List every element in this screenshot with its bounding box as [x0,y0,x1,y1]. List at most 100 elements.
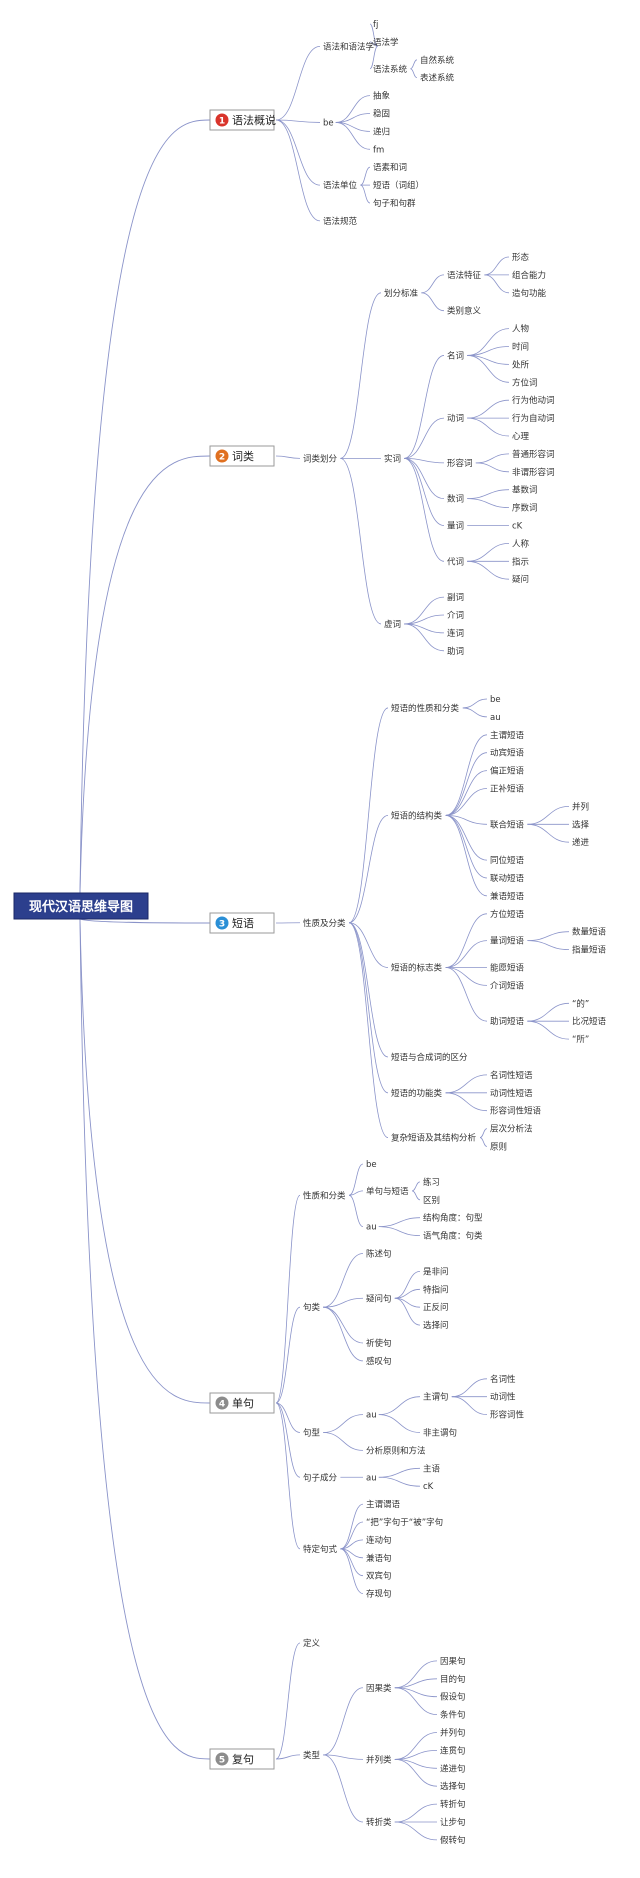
node-非谓形容词[interactable]: 非谓形容词 [512,467,555,478]
node-递归[interactable]: 递归 [373,126,390,137]
node-分析原则和方法[interactable]: 分析原则和方法 [366,1445,426,1456]
node-存现句[interactable]: 存现句 [366,1589,392,1600]
node-自然系统[interactable]: 自然系统 [420,55,455,66]
node-序数词[interactable]: 序数词 [512,503,538,514]
node-语素和词[interactable]: 语素和词 [373,162,407,173]
node-表述系统[interactable]: 表述系统 [420,73,455,84]
node-短语与合成词的区分[interactable]: 短语与合成词的区分 [391,1052,468,1063]
node-动宾短语[interactable]: 动宾短语 [490,748,525,759]
node-因果句[interactable]: 因果句 [440,1656,466,1667]
node-正补短语[interactable]: 正补短语 [490,784,525,795]
node-指量短语[interactable]: 指量短语 [572,945,607,956]
node-指示[interactable]: 指示 [512,556,529,567]
node-稳固[interactable]: 稳固 [373,109,390,120]
node-数量短语[interactable]: 数量短语 [572,927,607,938]
node-时间[interactable]: 时间 [512,342,529,353]
node-虚词[interactable]: 虚词 [384,619,401,630]
node-单句与短语[interactable]: 单句与短语 [366,1186,409,1197]
node-定义[interactable]: 定义 [303,1638,321,1649]
node-性质及分类[interactable]: 性质及分类 [303,918,346,929]
node-选择[interactable]: 选择 [572,819,590,830]
node-双宾句[interactable]: 双宾句 [366,1571,392,1582]
root-node[interactable]: 现代汉语思维导图 [13,892,149,920]
node-介词短语[interactable]: 介词短语 [490,980,525,991]
node-介词[interactable]: 介词 [447,611,464,621]
node-主谓句[interactable]: 主谓句 [423,1392,449,1403]
node-目的句[interactable]: 目的句 [440,1674,466,1685]
node-人称[interactable]: 人称 [512,538,530,549]
node-的[interactable]: “的” [572,998,589,1009]
node-行为自动词[interactable]: 行为自动词 [512,413,555,424]
node-心理[interactable]: 心理 [512,432,530,442]
node-假转句[interactable]: 假转句 [440,1835,466,1846]
node-量词短语[interactable]: 量词短语 [490,936,525,947]
node-名词[interactable]: 名词 [447,350,464,361]
node-抽象[interactable]: 抽象 [373,91,391,102]
node-假设句[interactable]: 假设句 [440,1692,466,1703]
node-递进[interactable]: 递进 [572,837,590,848]
node-短语的功能类[interactable]: 短语的功能类 [391,1088,443,1099]
node-条件句[interactable]: 条件句 [440,1710,466,1721]
node-短语-词组[interactable]: 短语（词组） [373,180,424,191]
node-副词[interactable]: 副词 [447,592,464,603]
node-au[interactable]: au [490,713,501,723]
node-名词性短语[interactable]: 名词性短语 [490,1070,533,1081]
node-短语的标志类[interactable]: 短语的标志类 [391,963,443,974]
node-正反问[interactable]: 正反问 [423,1302,449,1313]
node-连贯句[interactable]: 连贯句 [440,1745,466,1756]
node-be[interactable]: be [490,695,501,705]
node-普通形容词[interactable]: 普通形容词 [512,449,555,460]
node-形态[interactable]: 形态 [512,252,530,263]
node-语气角度-句类[interactable]: 语气角度：句类 [423,1231,483,1242]
node-主谓短语[interactable]: 主谓短语 [490,730,525,741]
node-并列[interactable]: 并列 [572,801,589,812]
node-词类划分[interactable]: 词类划分 [303,453,338,464]
node-动词性[interactable]: 动词性 [490,1392,516,1403]
node-性质和分类[interactable]: 性质和分类 [303,1190,346,1201]
node-助词[interactable]: 助词 [447,646,464,657]
node-动词[interactable]: 动词 [447,413,464,424]
node-au[interactable]: au [366,1223,377,1233]
node-疑问句[interactable]: 疑问句 [366,1293,392,1304]
node-让步句[interactable]: 让步句 [440,1817,466,1828]
node-句类[interactable]: 句类 [303,1302,321,1313]
node-是非问[interactable]: 是非问 [423,1266,449,1277]
node-联合短语[interactable]: 联合短语 [490,819,525,830]
node-au[interactable]: au [366,1473,377,1483]
node-fj[interactable]: fj [373,20,378,30]
node-所[interactable]: “所” [572,1034,589,1045]
node-并列类[interactable]: 并列类 [366,1754,392,1765]
node-转折句[interactable]: 转折句 [440,1799,466,1810]
node-句型[interactable]: 句型 [303,1428,321,1439]
node-偏正短语[interactable]: 偏正短语 [490,766,525,777]
node-语法和语法学[interactable]: 语法和语法学 [323,41,375,52]
node-选择问[interactable]: 选择问 [423,1320,449,1331]
node-连词[interactable]: 连词 [447,628,464,639]
node-au[interactable]: au [366,1411,377,1421]
node-原则[interactable]: 原则 [490,1142,507,1153]
node-基数词[interactable]: 基数词 [512,485,538,496]
node-复杂短语及其结构分析[interactable]: 复杂短语及其结构分析 [391,1133,477,1144]
node-非主谓句[interactable]: 非主谓句 [423,1428,457,1439]
node-语法特征[interactable]: 语法特征 [447,270,482,281]
node-划分标准[interactable]: 划分标准 [384,288,419,299]
node-练习[interactable]: 练习 [423,1177,440,1188]
node-数词[interactable]: 数词 [447,494,464,505]
node-祈使句[interactable]: 祈使句 [366,1338,392,1349]
node-转折类[interactable]: 转折类 [366,1817,392,1828]
node-特定句式[interactable]: 特定句式 [303,1544,338,1555]
node-组合能力[interactable]: 组合能力 [512,270,546,281]
node-语法规范[interactable]: 语法规范 [323,216,358,227]
node-感叹句[interactable]: 感叹句 [366,1356,392,1367]
node-语法系统[interactable]: 语法系统 [373,64,408,75]
node-实词[interactable]: 实词 [384,453,401,464]
node-同位短语[interactable]: 同位短语 [490,855,525,866]
node-方位词[interactable]: 方位词 [512,377,538,388]
node-形容词性短语[interactable]: 形容词性短语 [490,1106,542,1117]
node-名词性[interactable]: 名词性 [490,1374,516,1385]
